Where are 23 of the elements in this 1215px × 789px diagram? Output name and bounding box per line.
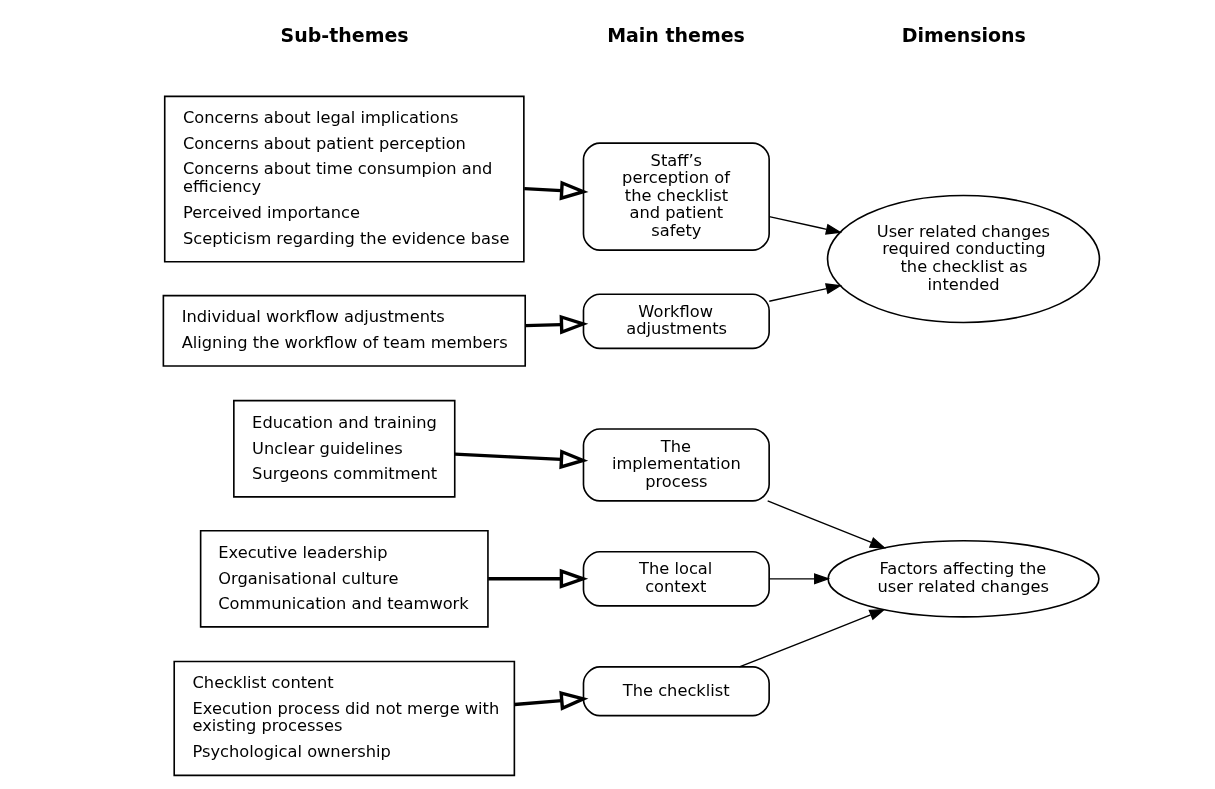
arrow bbox=[768, 573, 831, 585]
node-box: The local context bbox=[582, 550, 770, 607]
arrow bbox=[454, 449, 589, 470]
node-box: Concerns about legal implications Concerns about patient perception Concerns about time consumpion and efficiency Perceived importance Scepticism regarding the evidence base bbox=[163, 95, 525, 263]
arrow bbox=[524, 180, 589, 201]
arrow bbox=[738, 609, 886, 668]
node-box: The implementation process bbox=[582, 428, 770, 502]
arrow bbox=[488, 568, 589, 589]
label: Sub-themes bbox=[280, 23, 409, 46]
label: Main themes bbox=[607, 23, 745, 46]
arrow bbox=[767, 500, 887, 549]
node-box: Education and training Unclear guidelines Surgeons commitment bbox=[233, 399, 456, 498]
arrow bbox=[768, 283, 843, 302]
node-box: Staff’s perception of the checklist and patient safety bbox=[582, 142, 770, 251]
node-box: Individual workflow adjustments Aligning the workflow of team members bbox=[162, 294, 527, 367]
arrow bbox=[514, 690, 589, 711]
node-box: The checklist bbox=[582, 666, 770, 717]
arrow bbox=[525, 314, 589, 335]
label: Dimensions bbox=[901, 23, 1026, 46]
node-box: Workflow adjustments bbox=[582, 293, 770, 350]
node-box: Checklist content Execution process did not merge with existing processes Psychological ownership bbox=[173, 660, 516, 777]
arrow bbox=[768, 216, 843, 235]
node-box: Executive leadership Organisational culture Communication and teamwork bbox=[199, 529, 489, 628]
